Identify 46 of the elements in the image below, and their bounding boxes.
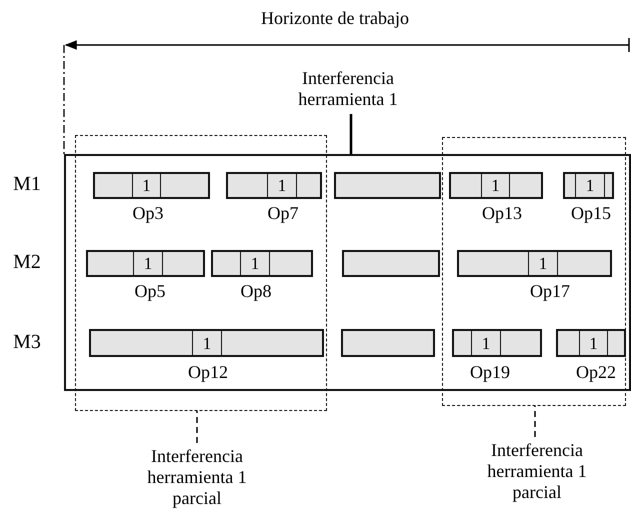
- operation-label: Op8: [240, 281, 272, 302]
- operation-bar: [556, 328, 626, 356]
- operation-label: Op17: [529, 281, 571, 302]
- segment-number: 1: [538, 254, 548, 274]
- segment-number: 1: [276, 176, 288, 196]
- machine-label: M1: [12, 174, 42, 195]
- leader-line: [534, 406, 536, 437]
- leader-line: [196, 411, 198, 443]
- annotation-text: Interferencia herramienta 1: [268, 68, 428, 110]
- operation-bar: [452, 328, 542, 356]
- machine-label: M2: [12, 252, 42, 273]
- segment-number: 1: [490, 176, 501, 196]
- operation-label: Op19: [469, 362, 511, 383]
- segment-number: 1: [588, 334, 599, 354]
- segment-number: 1: [250, 254, 260, 274]
- annotation-text: Interferencia herramienta 1 parcial: [472, 440, 602, 503]
- segment-number: 1: [142, 254, 154, 274]
- operation-label: Op13: [481, 203, 523, 224]
- operation-bar: [448, 172, 542, 198]
- operation-bar: [226, 172, 322, 198]
- horizon-label: Horizonte de trabajo: [260, 8, 410, 29]
- operation-bar: [562, 172, 614, 198]
- operation-bar: [88, 328, 324, 356]
- machine-label: M3: [12, 332, 42, 353]
- segment-number: 1: [141, 176, 152, 196]
- operation-label: Op22: [575, 362, 617, 383]
- segment-number: 1: [202, 334, 212, 354]
- operation-label: Op7: [266, 203, 300, 224]
- interference-region: [75, 135, 327, 411]
- operation-label: Op12: [187, 362, 229, 383]
- operation-label: Op3: [132, 203, 164, 224]
- operation-bar: [86, 250, 204, 276]
- leader-line: [350, 114, 352, 154]
- operation-label: Op5: [134, 281, 166, 302]
- operation-label: Op15: [570, 203, 612, 224]
- operation-bar: [92, 172, 210, 198]
- annotation-text: Interferencia herramienta 1 parcial: [132, 446, 262, 509]
- empty-bar: [340, 328, 434, 356]
- interference-region: [442, 137, 626, 406]
- schedule-frame: [64, 154, 631, 391]
- operation-bar: [456, 250, 612, 276]
- segment-number: 1: [584, 176, 596, 196]
- segment-number: 1: [480, 334, 492, 354]
- empty-bar: [334, 172, 440, 198]
- empty-bar: [342, 250, 440, 276]
- operation-bar: [210, 250, 312, 276]
